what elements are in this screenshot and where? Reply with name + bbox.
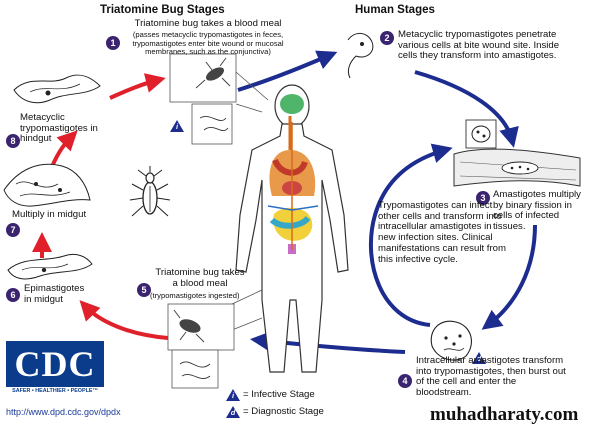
cdc-logo-mark: CDC (6, 341, 104, 387)
step-7-text: Multiply in midgut (12, 209, 87, 220)
cdc-logo-tagline: SAFER • HEALTHIER • PEOPLE™ (12, 388, 98, 394)
diagnostic-stage-marker-label: d (476, 354, 482, 363)
diagnostic-stage-marker-icon: d (472, 352, 486, 364)
step-4-marker: 4 (398, 374, 412, 388)
legend-diagnostic-symbol: d (230, 408, 236, 417)
step-1-detail: (passes metacyclic trypomastigotes in fe… (132, 30, 284, 56)
midgut-parasites-icon (3, 163, 91, 207)
triatomine-stages-heading: Triatomine Bug Stages (100, 4, 225, 16)
step-5-title: Triatomine bug takes a blood meal (155, 267, 245, 289)
step-3-text: Amastigotes multiply by binary fission i… (493, 189, 581, 233)
infective-stage-marker-label: i (175, 122, 179, 131)
arrow-inner-cycle (368, 143, 453, 327)
infective-stage-marker-icon: i (170, 120, 184, 132)
step-5-detail: (trypomastigotes ingested) (150, 291, 240, 300)
step-2-marker: 2 (380, 31, 394, 45)
source-url-link[interactable]: http://www.dpd.cdc.gov/dpdx (6, 407, 121, 417)
legend-infective-icon: i (226, 389, 240, 401)
arrow-step2-to-step3 (414, 70, 519, 148)
human-figure (235, 84, 349, 373)
callout-line-top (235, 71, 269, 113)
step-3-marker: 3 (476, 191, 490, 205)
step-6-text: Epimastigotes in midgut (24, 283, 85, 305)
step-5-marker: 5 (137, 283, 151, 297)
human-stages-heading: Human Stages (355, 4, 435, 16)
watermark: muhadharaty.com (430, 404, 579, 425)
arrow-step1-to-step2 (237, 50, 338, 92)
step-8-marker: 8 (6, 134, 20, 148)
cdc-logo: CDC SAFER • HEALTHIER • PEOPLE™ (6, 341, 104, 399)
arrow-step8-to-step1 (109, 73, 166, 100)
step-7-marker: 7 (6, 223, 20, 237)
legend-diagnostic-icon: d (226, 406, 240, 418)
bug-feeding-inset-step1 (169, 53, 237, 145)
arrow-step5-to-step6 (79, 300, 169, 340)
step-4-text: Intracellular amastigotes transform into… (416, 355, 566, 399)
legend-infective-symbol: i (231, 391, 235, 400)
step-1-marker: 1 (106, 36, 120, 50)
legend-diagnostic-label: = Diagnostic Stage (243, 406, 324, 417)
step-6-marker: 6 (6, 288, 20, 302)
step-8-text: Metacyclic trypomastigotes in hindgut (20, 112, 98, 145)
intracellular-amastigotes-icon (430, 320, 472, 361)
bug-feeding-inset-step5 (167, 303, 235, 389)
metacyclic-trypomastigote-icon (13, 74, 101, 104)
callout-line-bottom (231, 289, 263, 331)
epimastigote-icon (7, 253, 93, 280)
infected-tissue-icon (453, 119, 581, 187)
trypomastigote-penetration-icon (347, 33, 374, 79)
step-1-title: Triatomine bug takes a blood meal (134, 18, 282, 29)
triatomine-bug-illustration (129, 166, 171, 217)
step-2-text: Metacyclic trypomastigotes penetrate var… (398, 29, 560, 62)
arrow-step3-to-step4 (481, 224, 537, 330)
legend-infective-label: = Infective Stage (243, 389, 315, 400)
center-cycle-text: Trypomastigotes can infect other cells a… (378, 200, 506, 265)
